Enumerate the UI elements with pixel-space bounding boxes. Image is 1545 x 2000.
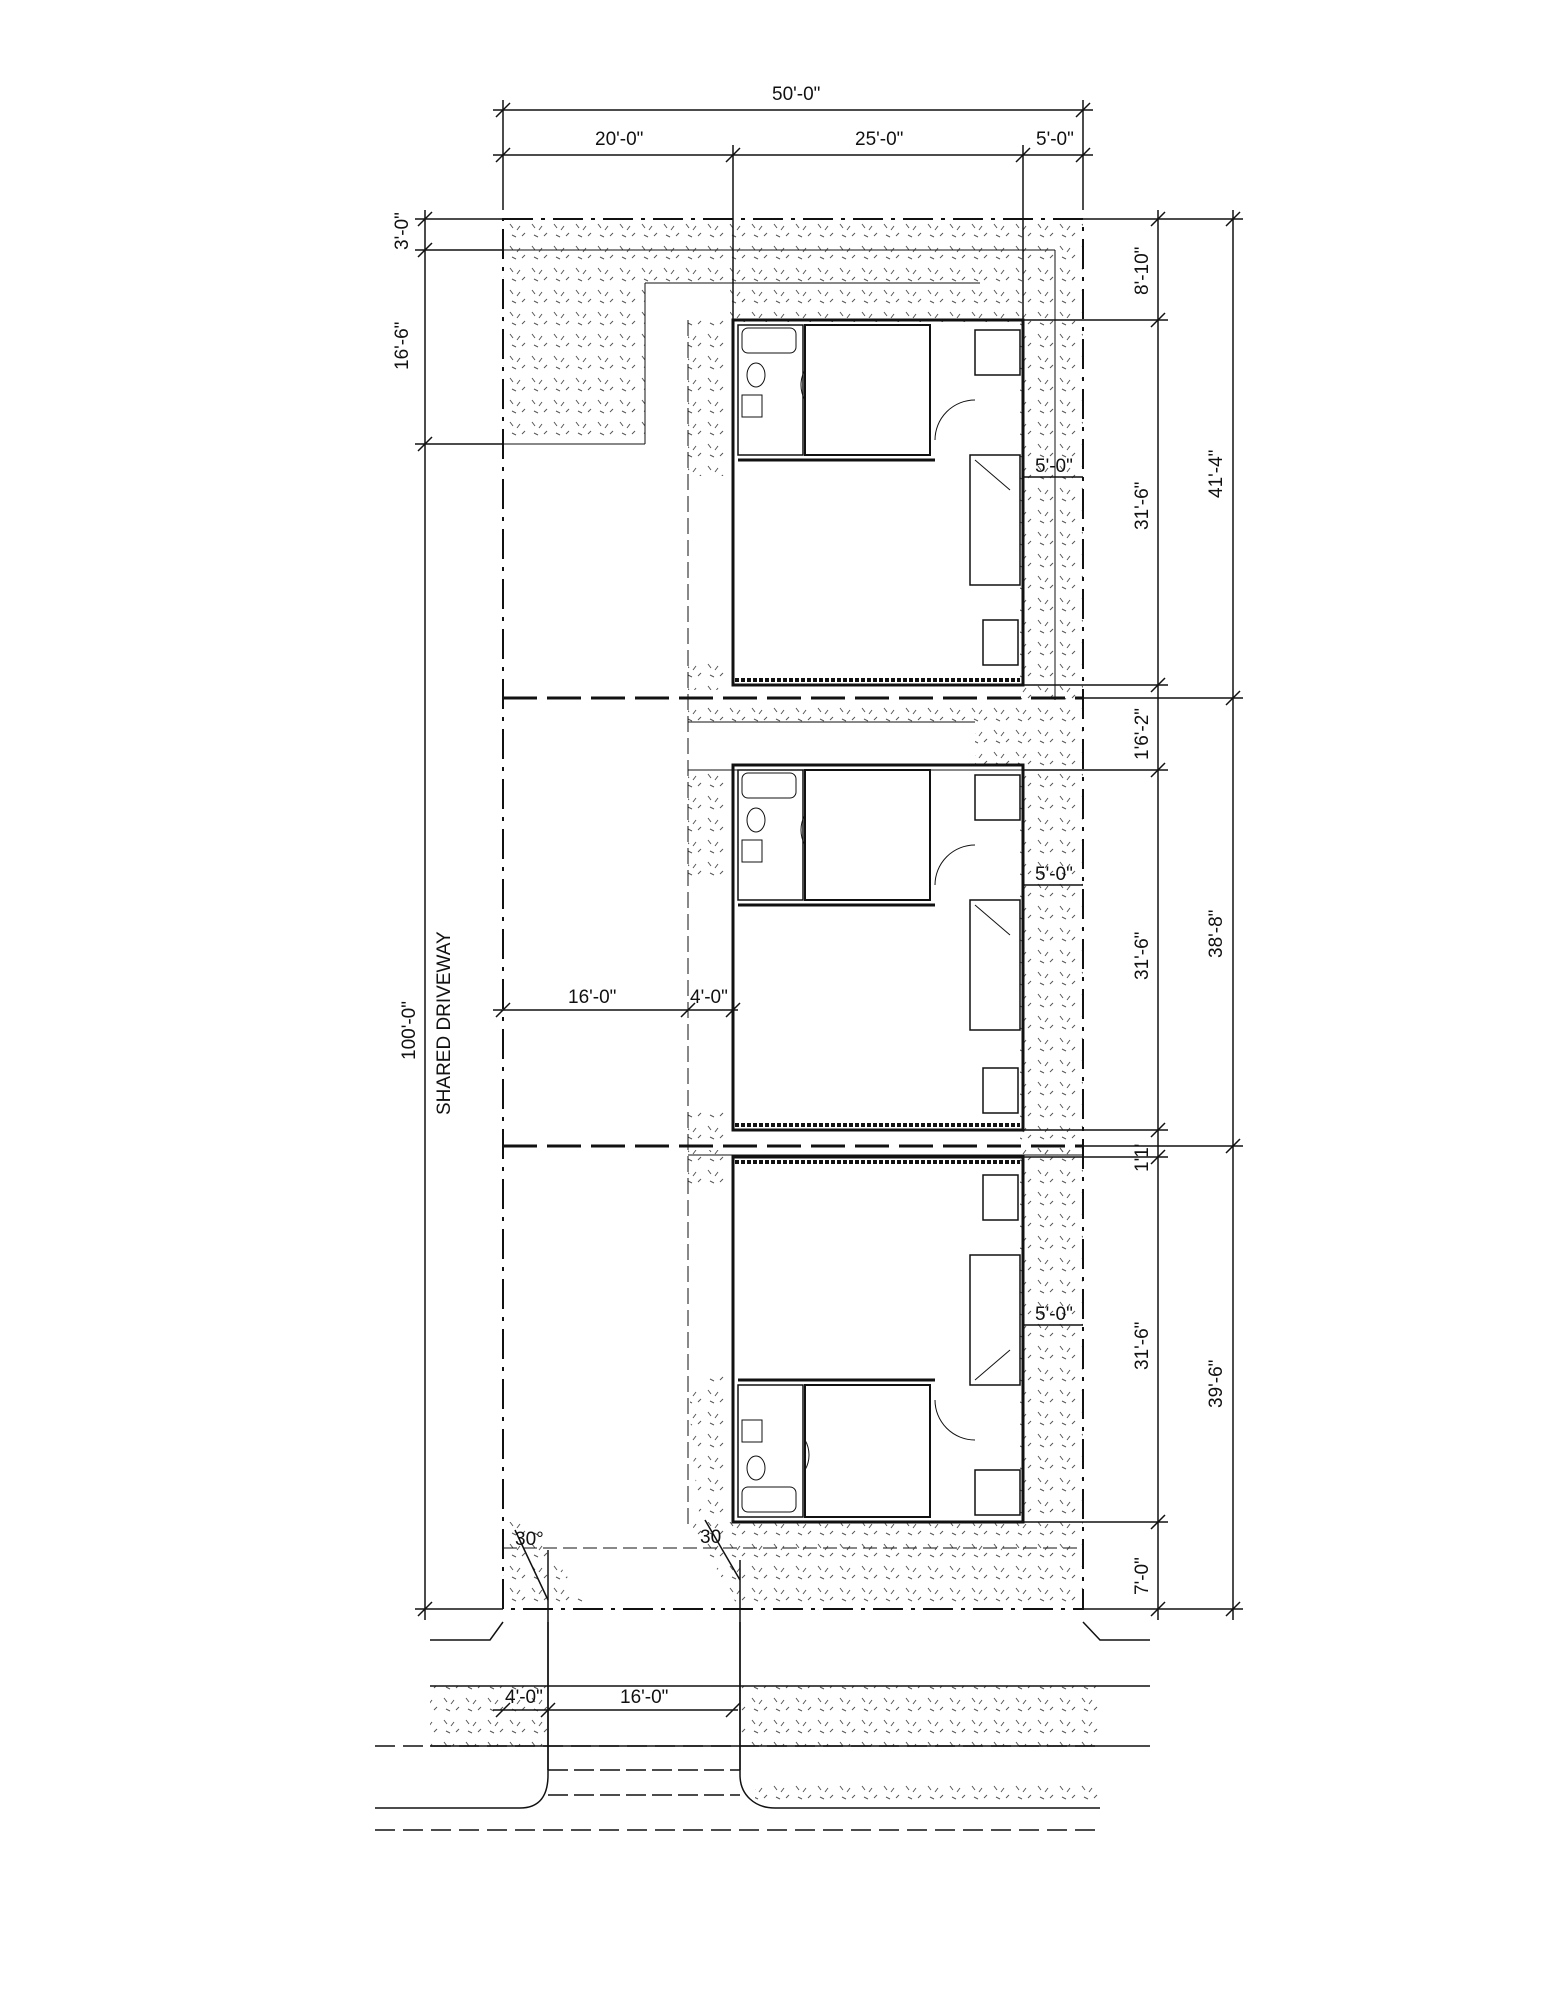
unit-3-hvac bbox=[982, 1174, 1019, 1221]
unit-3-toilet bbox=[746, 1455, 766, 1481]
unit-2-outline bbox=[731, 763, 1025, 1132]
angle-line-right bbox=[704, 1519, 741, 1581]
unit-2-door-swing bbox=[800, 814, 806, 846]
unit-2-stair-rail bbox=[974, 904, 1011, 936]
sidewalk-left-hatch bbox=[430, 1686, 548, 1746]
property-lines bbox=[502, 218, 1084, 1610]
unit-3-door-swing bbox=[804, 1439, 810, 1471]
dim-overall-depth: 100'-0" bbox=[399, 1001, 420, 1060]
planter-unit2 bbox=[688, 770, 728, 880]
dimension-lines bbox=[415, 100, 1243, 1718]
angle-left: 30° bbox=[515, 1529, 544, 1550]
dim-setback-8-10: 8'-10" bbox=[1132, 247, 1153, 295]
dim-front-7: 7'-0" bbox=[1132, 1557, 1153, 1595]
planter-unit3 bbox=[690, 1375, 728, 1520]
dim-drive-4: 4'-0" bbox=[690, 987, 728, 1008]
dim-rear-16-6: 16'-6" bbox=[392, 322, 413, 370]
unit-3 bbox=[731, 1155, 1025, 1524]
curb-left bbox=[430, 1621, 504, 1641]
dim-unit1-depth: 31'-6" bbox=[1132, 482, 1153, 530]
side-yard-unit3 bbox=[1020, 1145, 1083, 1520]
unit-2-entry-swing bbox=[934, 844, 976, 886]
unit-1-stair-rail bbox=[974, 459, 1011, 491]
street bbox=[375, 1519, 1150, 1831]
planter-unit2-b bbox=[688, 1112, 728, 1142]
unit-3-entry-swing bbox=[934, 1399, 976, 1441]
dim-unit3-depth: 31'-6" bbox=[1132, 1322, 1153, 1370]
unit-1-closet bbox=[974, 329, 1021, 376]
dim-gap-1-1: 1'1' bbox=[1132, 1144, 1153, 1172]
planter-unit1-b bbox=[688, 660, 728, 690]
dim-unit1-side: 5'-0" bbox=[1035, 456, 1073, 477]
unit-3-tub bbox=[741, 1486, 797, 1513]
unit-2-bedroom bbox=[804, 769, 931, 901]
dim-lot1: 41'-4" bbox=[1206, 450, 1227, 498]
angle-line-left bbox=[514, 1529, 549, 1601]
dim-lot2: 38'-8" bbox=[1206, 910, 1227, 958]
unit-3-bedroom bbox=[804, 1384, 931, 1518]
unit-1-outline bbox=[731, 318, 1025, 687]
unit-1-tub bbox=[741, 327, 797, 354]
unit-2-stair bbox=[969, 899, 1021, 1031]
dim-width-5: 5'-0" bbox=[1036, 129, 1074, 150]
dim-drive-16: 16'-0" bbox=[568, 987, 616, 1008]
unit-1-bedroom bbox=[804, 324, 931, 456]
sidewalk-right-hatch bbox=[740, 1686, 1100, 1746]
planter-unit3-top bbox=[688, 1150, 728, 1185]
unit-2-hvac bbox=[982, 1067, 1019, 1114]
unit-3-stair-rail bbox=[974, 1349, 1011, 1381]
unit-1-entry-swing bbox=[934, 399, 976, 441]
dimension-labels: 50'-0" 20'-0" 25'-0" 5'-0" 3'-0" 16'-6" … bbox=[392, 84, 1227, 1708]
unit-2-sink bbox=[741, 839, 763, 863]
unit-1 bbox=[731, 318, 1025, 687]
property-boundary bbox=[502, 218, 1084, 1610]
curb-hatch bbox=[755, 1778, 1100, 1808]
rear-yard-hatch bbox=[503, 219, 1083, 702]
unit-1-hvac bbox=[982, 619, 1019, 666]
unit-1-sink bbox=[741, 394, 763, 418]
dim-width-25: 25'-0" bbox=[855, 129, 903, 150]
unit-2-bath bbox=[737, 769, 804, 901]
dim-lot3: 39'-6" bbox=[1206, 1360, 1227, 1408]
unit-2 bbox=[731, 763, 1025, 1132]
unit-3-closet bbox=[974, 1469, 1021, 1516]
unit-1-door-swing bbox=[800, 369, 806, 401]
dim-width-20: 20'-0" bbox=[595, 129, 643, 150]
dim-unit2-side: 5'-0" bbox=[1035, 864, 1073, 885]
unit-1-stair bbox=[969, 454, 1021, 586]
unit-2-closet bbox=[974, 774, 1021, 821]
dim-rear-3: 3'-0" bbox=[392, 212, 413, 250]
dim-overall-width: 50'-0" bbox=[772, 84, 820, 105]
angle-right: 30 bbox=[700, 1527, 721, 1548]
driveway-label: SHARED DRIVEWAY bbox=[434, 931, 455, 1115]
apron-left bbox=[375, 1622, 549, 1809]
dim-street-16: 16'-0" bbox=[620, 1687, 668, 1708]
unit-1-toilet bbox=[746, 362, 766, 388]
unit-2-toilet bbox=[746, 807, 766, 833]
unit-1-bath bbox=[737, 324, 804, 456]
dim-gap-1-6-2: 1'6'-2" bbox=[1132, 708, 1153, 760]
unit-3-outline bbox=[731, 1155, 1025, 1524]
dim-unit3-side: 5'-0" bbox=[1035, 1304, 1073, 1325]
unit-3-sink bbox=[741, 1419, 763, 1443]
unit-3-stair bbox=[969, 1254, 1021, 1386]
unit-3-bath bbox=[737, 1384, 804, 1518]
unit-2-tub bbox=[741, 772, 797, 799]
landscape-areas bbox=[430, 219, 1100, 1808]
dim-street-4: 4'-0" bbox=[505, 1687, 543, 1708]
mid-yard-hatch-1 bbox=[688, 702, 1083, 1155]
front-yard-hatch bbox=[503, 1522, 1083, 1610]
dim-unit2-depth: 31'-6" bbox=[1132, 932, 1153, 980]
apron-right bbox=[739, 1622, 1100, 1809]
planter-unit1 bbox=[688, 319, 728, 476]
front-yard-left-hatch bbox=[503, 1522, 590, 1610]
curb-right bbox=[1082, 1621, 1150, 1641]
